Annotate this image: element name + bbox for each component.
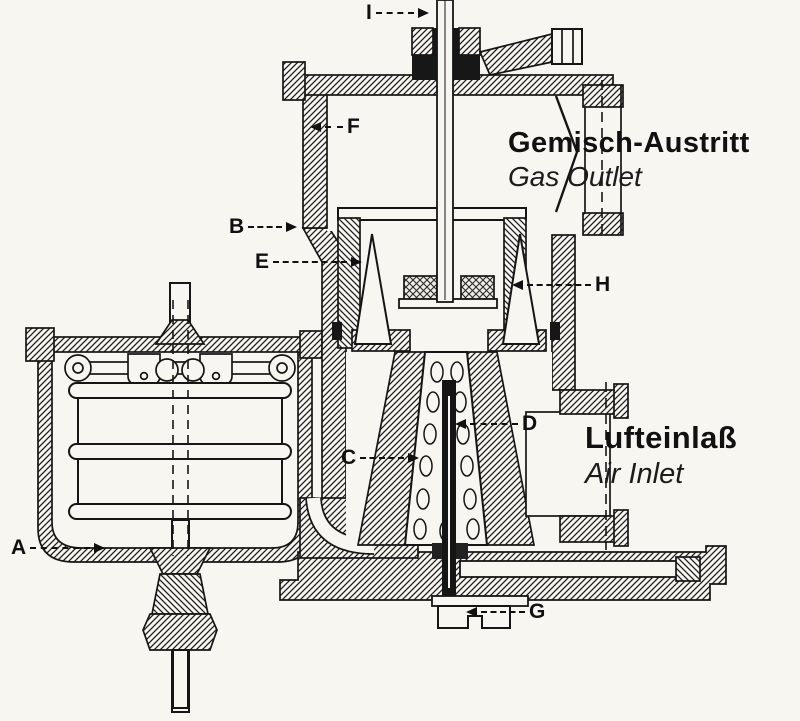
callout-d: D (455, 413, 537, 435)
callout-i-arrowhead-icon (417, 8, 429, 18)
air-inlet-label-de: Lufteinlaß (585, 420, 738, 455)
callout-f-letter: F (347, 115, 360, 138)
gas-outlet-label-de: Gemisch-Austritt (508, 127, 750, 159)
callout-g-letter: G (529, 600, 546, 623)
callout-a-leader-line (30, 547, 91, 549)
callout-i: I (366, 2, 429, 24)
callout-b: B (229, 215, 298, 238)
callout-b-leader-line (248, 226, 283, 228)
callout-e-letter: E (255, 250, 270, 273)
callout-a-letter: A (11, 536, 27, 559)
callout-g-arrowhead-icon (466, 607, 477, 617)
callout-d-leader-line (470, 423, 518, 425)
callout-g: G (466, 601, 545, 623)
air-inlet-caption: Lufteinlaß Air Inlet (585, 420, 737, 492)
base-block-drawing (279, 545, 727, 601)
air-inlet-label-en: Air Inlet (585, 458, 684, 490)
callout-c-leader-line (360, 457, 405, 459)
callout-c: C (341, 446, 420, 469)
callout-h-leader-line (527, 284, 591, 286)
callout-a-arrowhead-icon (94, 543, 106, 553)
float-chamber-drawing (25, 282, 323, 713)
callout-c-letter: C (341, 446, 357, 469)
callout-e-arrowhead-icon (351, 257, 363, 267)
callout-e-leader-line (273, 261, 348, 263)
air-inlet-drawing (525, 382, 629, 550)
callout-a: A (11, 536, 106, 559)
callout-i-leader-line (375, 12, 414, 14)
callout-h: H (512, 274, 610, 296)
gas-outlet-caption: Gemisch-Austritt Gas Outlet (508, 126, 750, 194)
callout-g-leader-line (481, 611, 525, 613)
inner-valve-assembly-drawing (332, 207, 560, 352)
callout-i-letter: I (366, 1, 372, 24)
callout-h-arrowhead-icon (512, 280, 523, 290)
callout-f-leader-line (325, 126, 343, 128)
callout-c-arrowhead-icon (408, 453, 420, 463)
needle-and-rod-drawing (431, 0, 529, 629)
callout-d-arrowhead-icon (455, 419, 466, 429)
callout-e: E (255, 250, 363, 273)
callout-d-letter: D (522, 412, 538, 435)
callout-b-letter: B (229, 215, 245, 238)
callout-h-letter: H (595, 273, 611, 296)
callout-f-arrowhead-icon (310, 122, 321, 132)
callout-f: F (310, 116, 360, 138)
gas-outlet-label-en: Gas Outlet (508, 161, 642, 192)
callout-b-arrowhead-icon (286, 222, 298, 232)
